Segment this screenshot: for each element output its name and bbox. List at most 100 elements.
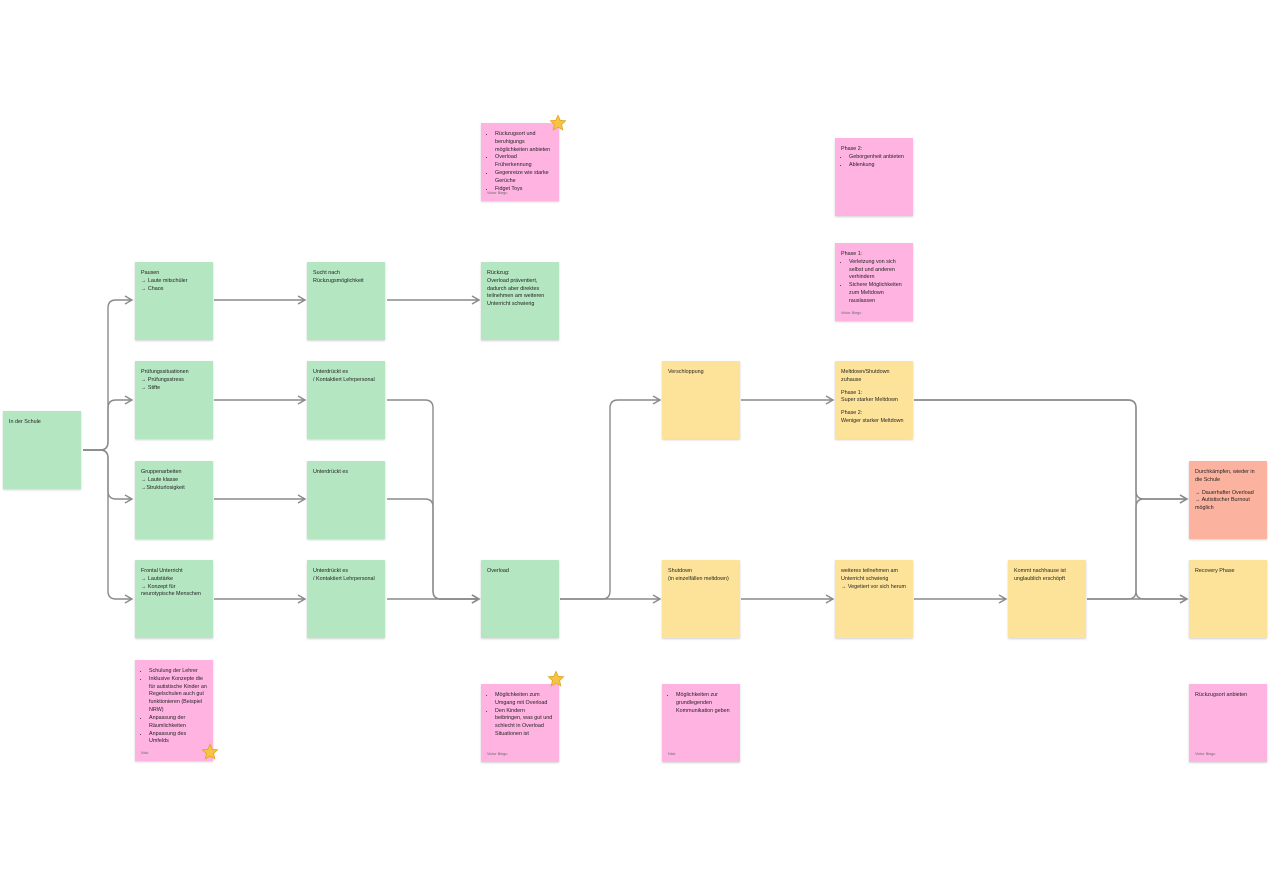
note-text: Frontal Unterricht: [141, 568, 183, 574]
note-text: Super starker Meltdown: [841, 397, 898, 404]
sticky-note-meltdown-shutdown[interactable]: Meltdown/Shutdown zuhause Phase 1: Super…: [835, 361, 913, 439]
note-text: Unterdrückt es: [313, 568, 349, 574]
note-text: Verschloppung: [668, 369, 704, 375]
note-text: Weniger starker Meltdown: [841, 418, 904, 425]
note-bullet-list: Geborgenheit anbieten Ablenkung: [841, 154, 907, 170]
note-text: / Kontaktiert Lehrpersonal: [313, 376, 375, 383]
note-text: Durchkämpfen, wieder in die Schule: [1195, 469, 1255, 483]
note-text: → Vegetiert vor sich herum: [841, 583, 907, 590]
sticky-note-gruppenarbeiten[interactable]: Gruppenarbeiten → Laute klasse →Struktur…: [135, 461, 213, 539]
note-bullet-list: Rückzugsort und beruhigungs möglichkeite…: [487, 131, 553, 194]
note-text: Unterdrückt es: [313, 369, 349, 375]
note-text: Phase 1:: [841, 389, 863, 396]
note-text: Rückzugsort anbieten: [1195, 692, 1248, 698]
note-bullet: Inklusive Konzepte die für autistische K…: [149, 676, 207, 715]
sticky-note-pruefungssituationen[interactable]: Prüfungssituationen → Prüfungsstress → S…: [135, 361, 213, 439]
sticky-note-schulung-lehrer[interactable]: Schulung der Lehrer Inklusive Konzepte d…: [135, 660, 213, 761]
note-text: Overload: [487, 568, 509, 574]
note-author: Victor Biegu: [487, 190, 508, 195]
sticky-note-pausen[interactable]: Pausen → Laute mitschüler → Chaos: [135, 262, 213, 340]
note-text: Phase 1:: [841, 251, 863, 257]
star-icon[interactable]: [201, 743, 219, 761]
note-bullet: Anpassung der Räumlichkeiten: [149, 715, 207, 731]
connector-kommt-durchkaempfen: [1087, 494, 1189, 600]
sticky-note-shutdown[interactable]: Shutdown (in einzelfällen meltdown): [662, 560, 740, 638]
note-bullet: Sichere Möglichkeiten zum Meltdown rausl…: [849, 282, 907, 305]
note-bullet: Den Kindern beibringen, was gut und schl…: [495, 708, 553, 739]
note-bullet-list: Möglichkeiten zum Umgang mit Overload De…: [487, 692, 553, 739]
note-text: In der Schule: [9, 419, 41, 425]
note-text: → Prüfungsstress: [141, 376, 184, 383]
connector-unterdrueckt2-overload: [387, 498, 481, 604]
note-bullet: Möglichkeiten zur grundlegenden Kommunik…: [676, 692, 734, 715]
note-text: → Konzept für neurotypische Menschen: [141, 583, 201, 598]
note-bullet: Fidget Toys: [495, 186, 553, 194]
note-author: Victor Biegu: [841, 310, 862, 315]
note-bullet: Anpassung des Umfelds: [149, 731, 207, 747]
note-text: Phase 2:: [841, 410, 863, 417]
note-text: Unterdrückt es: [313, 469, 349, 475]
note-text: → Chaos: [141, 285, 164, 292]
note-text: Prüfungssituationen: [141, 369, 189, 375]
note-text: → Lautstärke: [141, 575, 174, 582]
sticky-note-durchkaempfen[interactable]: Durchkämpfen, wieder in die Schule → Dau…: [1189, 461, 1267, 539]
note-bullet: Schulung der Lehrer: [149, 668, 207, 676]
connector-schule-frontal: [83, 449, 134, 604]
sticky-note-unterdrueckt-kontaktiert-2[interactable]: Unterdrückt es / Kontaktiert Lehrpersona…: [307, 560, 385, 638]
note-bullet-list: Schulung der Lehrer Inklusive Konzepte d…: [141, 668, 207, 746]
sticky-note-verschloppung[interactable]: Verschloppung: [662, 361, 740, 439]
sticky-note-sucht-rueckzug[interactable]: Sucht nach Rückzugsmöglichkeit: [307, 262, 385, 340]
note-text: / Kontaktiert Lehrpersonal: [313, 575, 375, 582]
note-author: Nick: [141, 750, 149, 755]
note-text: → Laute mitschüler: [141, 277, 188, 284]
note-text: Pausen: [141, 270, 160, 276]
sticky-note-unterdrueckt[interactable]: Unterdrückt es: [307, 461, 385, 539]
note-author: Victor Biegu: [487, 751, 508, 756]
sticky-note-phase-2[interactable]: Phase 2: Geborgenheit anbieten Ablenkung: [835, 138, 913, 216]
note-bullet-list: Verletzung von sich selbst und anderen v…: [841, 259, 907, 306]
note-author: Nick: [668, 751, 676, 756]
note-text: (in einzelfällen meltdown): [668, 575, 729, 582]
sticky-note-overload[interactable]: Overload: [481, 560, 559, 638]
note-text: → Laute klasse: [141, 476, 179, 483]
note-text: → Autistischer Burnout möglich: [1195, 497, 1250, 512]
note-text: → Dauerhafter Overload: [1195, 489, 1254, 496]
note-bullet: Geborgenheit anbieten: [849, 154, 907, 162]
sticky-note-frontal-unterricht[interactable]: Frontal Unterricht → Lautstärke → Konzep…: [135, 560, 213, 638]
sticky-note-rueckzug[interactable]: Rückzug: Overload präventiert, dadurch a…: [481, 262, 559, 340]
sticky-note-kommunikation[interactable]: Möglichkeiten zur grundlegenden Kommunik…: [662, 684, 740, 762]
connector-meltdown-durchkaempfen: [914, 399, 1189, 504]
sticky-note-phase-1[interactable]: Phase 1: Verletzung von sich selbst und …: [835, 243, 913, 321]
note-text: Gruppenarbeiten: [141, 469, 182, 475]
sticky-note-moeglichkeiten-overload[interactable]: Möglichkeiten zum Umgang mit Overload De…: [481, 684, 559, 762]
note-text: Shutdown: [668, 568, 692, 574]
note-text: Overload präventiert, dadurch aber direk…: [487, 277, 545, 308]
star-icon[interactable]: [547, 670, 565, 688]
sticky-note-rueckzugsort-beruhigung[interactable]: Rückzugsort und beruhigungs möglichkeite…: [481, 123, 559, 201]
note-text: →Strukturlosigkeit: [141, 484, 185, 491]
note-bullet: Overload Früherkennung: [495, 154, 553, 170]
star-icon[interactable]: [549, 114, 567, 132]
note-text: Rückzug:: [487, 270, 510, 276]
note-bullet: Verletzung von sich selbst und anderen v…: [849, 259, 907, 282]
connector-schule-pruefung: [83, 395, 134, 451]
note-text: → Stifte: [141, 384, 161, 391]
sticky-note-recovery-phase[interactable]: Recovery Phase: [1189, 560, 1267, 638]
note-text: Kommt nachhause ist unglaublich erschöpf…: [1014, 568, 1066, 582]
sticky-note-kommt-nachhause[interactable]: Kommt nachhause ist unglaublich erschöpf…: [1008, 560, 1086, 638]
sticky-note-rueckzugsort-anbieten[interactable]: Rückzugsort anbieten Victor Biegu: [1189, 684, 1267, 762]
note-text: weiteres teilnehmen am Unterricht schwie…: [841, 568, 898, 582]
note-bullet: Ablenkung: [849, 162, 907, 170]
sticky-note-in-der-schule[interactable]: In der Schule: [3, 411, 81, 489]
connector-schule-gruppen: [83, 449, 134, 504]
note-text: Sucht nach: [313, 270, 340, 276]
note-bullet: Möglichkeiten zum Umgang mit Overload: [495, 692, 553, 708]
connector-overload-verschloppung: [560, 395, 662, 600]
connector-schule-pausen: [83, 295, 134, 451]
sticky-note-unterdrueckt-kontaktiert-1[interactable]: Unterdrückt es / Kontaktiert Lehrpersona…: [307, 361, 385, 439]
connector-unterdrueckt1-overload: [387, 399, 481, 604]
sticky-note-weiteres-teilnehmen[interactable]: weiteres teilnehmen am Unterricht schwie…: [835, 560, 913, 638]
note-bullet-list: Möglichkeiten zur grundlegenden Kommunik…: [668, 692, 734, 715]
note-bullet: Rückzugsort und beruhigungs möglichkeite…: [495, 131, 553, 154]
